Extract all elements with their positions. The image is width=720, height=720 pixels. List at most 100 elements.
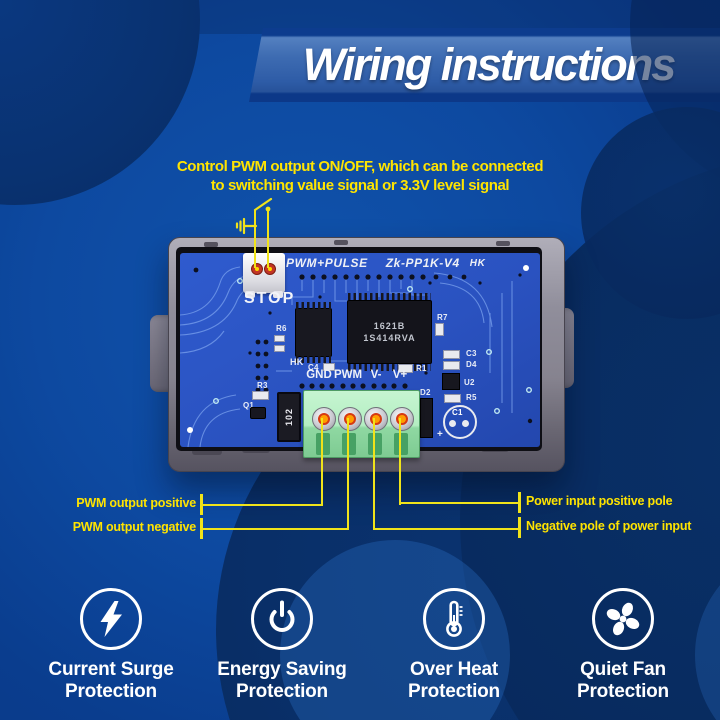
feature-label: Quiet Fan Protection [538,659,708,704]
wire-tick [518,517,521,538]
case-clip [496,241,510,246]
silkscreen-brand: PWM+PULSE [286,256,368,270]
wire-left-row1 [202,504,323,506]
c1-pad [462,420,469,427]
label-r6: R6 [276,324,287,333]
pwm-module: 1621B 1S414RVA R6 R7 C3 D4 U2 R5 D2 C1 [150,237,574,472]
thermometer-icon [423,588,485,650]
label-r1: R1 [416,364,427,373]
wire-vminus-vertical [373,418,375,530]
page-title: Wiring instructions [302,39,677,90]
pin-label-vminus: V- [370,369,382,381]
feature-label-line1: Quiet Fan [580,659,666,680]
label-power-input-negative: Negative pole of power input [526,519,692,533]
c1-pad [449,420,456,427]
circuit-board: 1621B 1S414RVA R6 R7 C3 D4 U2 R5 D2 C1 [180,253,540,447]
wire-connector-pin1 [254,210,256,268]
wire-tick [518,492,521,513]
ic-marking-line1: 1621B [373,320,406,331]
passive-component [443,350,460,359]
feature-label: Energy Saving Protection [197,659,367,704]
terminal-slot [368,433,382,455]
case-clip [204,242,218,247]
feature-energy-saving: Energy Saving Protection [197,588,367,704]
passive-component [323,363,335,371]
label-q1: Q1 [243,401,255,410]
feature-label-line2: Protection [236,681,328,703]
terminal-slot [394,433,408,455]
note-line-1: Control PWM output ON/OFF, which can be … [176,158,544,175]
label-pwm-output-positive: PWM output positive [76,496,196,510]
main-ic-chip: 1621B 1S414RVA [347,293,432,371]
passive-component [444,394,461,403]
wire-connector-pin2 [267,209,269,268]
pin-label-pwm: PWM [333,369,363,381]
wire-tick [200,494,203,515]
pwm-control-note: Control PWM output ON/OFF, which can be … [110,157,610,195]
q1-transistor [250,407,266,419]
pin-label-gnd: GND [306,369,332,381]
lightning-icon [80,588,142,650]
case-clip [334,240,348,245]
pin-label-vplus: V+ [392,369,408,381]
label-d2: D2 [420,388,431,397]
note-line-2: to switching value signal or 3.3V level … [210,177,510,195]
feature-label-line1: Over Heat [410,659,498,680]
passive-component [274,335,285,342]
feature-quiet-fan: Quiet Fan Protection [538,588,708,704]
wire-left-row2 [202,528,349,530]
label-c3: C3 [466,349,477,358]
silkscreen-title: PWM+PULSE Zk-PP1K-V4 HK [286,256,485,270]
label-c1-plus: + [437,429,444,440]
case-vent-slot [192,449,222,455]
wire-gnd-vertical [321,418,323,506]
label-c4: C4 [308,363,319,372]
silkscreen-model: Zk-PP1K-V4 [385,256,460,270]
c1-capacitor-footprint [443,405,477,439]
feature-label-line1: Energy Saving [217,659,347,680]
feature-label-line2: Protection [577,681,669,703]
terminal-screw-pwm [338,407,362,431]
terminal-screw-vminus [364,407,388,431]
stop-label: STOP [244,290,296,307]
u2-chip [442,373,460,390]
passive-component [435,323,444,336]
wire-vplus-vertical [399,418,401,505]
label-d4: D4 [466,360,477,369]
wire-tick [200,518,203,539]
small-ic-chip [295,302,332,363]
label-r5: R5 [466,393,477,402]
feature-current-surge: Current Surge Protection [26,588,196,704]
switch-symbol-icon [235,197,273,235]
label-u2: U2 [464,378,475,387]
connector-pin-1 [251,263,263,275]
wire-right-row2 [373,528,520,530]
terminal-screw-gnd [312,407,336,431]
feature-label-line2: Protection [408,681,500,703]
label-r7: R7 [437,313,448,322]
terminal-slot [342,433,356,455]
feature-label-line1: Current Surge [48,659,174,680]
feature-label: Over Heat Protection [369,659,539,704]
feature-over-heat: Over Heat Protection [369,588,539,704]
resistor-value: 102 [284,407,294,427]
passive-component [398,364,413,373]
stop-connector [243,253,285,298]
feature-label: Current Surge Protection [26,659,196,704]
label-c1: C1 [452,408,463,417]
passive-component [274,345,285,352]
connector-pin-2 [264,263,276,275]
wire-pwm-vertical [347,418,349,530]
ic-marking-line2: 1S414RVA [363,332,416,343]
wire-right-row1 [399,502,520,504]
label-pwm-output-negative: PWM output negative [72,520,196,534]
feature-label-line2: Protection [65,681,157,703]
terminal-slot [316,433,330,455]
terminal-screw-vplus [390,407,414,431]
power-icon [251,588,313,650]
label-hk: HK [290,357,304,367]
passive-component [252,391,269,400]
resistor-102: 102 [277,392,301,442]
d2-diode [420,398,433,438]
